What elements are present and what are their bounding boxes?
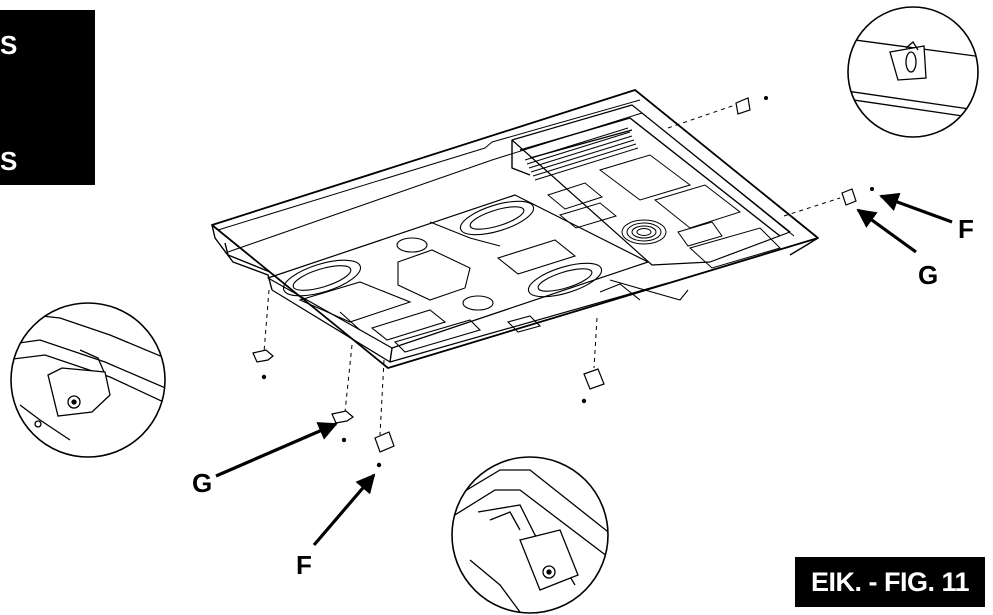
arrow-left-g xyxy=(215,422,338,478)
bracket-rear-side xyxy=(841,188,857,206)
circuit-boards xyxy=(546,154,781,269)
callout-letter-right-g: G xyxy=(918,260,939,290)
mounting-brackets xyxy=(252,97,857,453)
section-tab-letter-top: S xyxy=(0,30,18,60)
bracket-left-front xyxy=(331,410,354,424)
arrow-right-f xyxy=(879,192,953,224)
mounting-guides xyxy=(263,104,841,436)
detail-view-bottom xyxy=(451,456,609,614)
bracket-left-rear xyxy=(252,349,274,363)
screws xyxy=(261,96,874,468)
bracket-rear-top xyxy=(735,97,751,115)
section-tab: S S xyxy=(0,10,95,185)
electronics-housing xyxy=(511,104,791,266)
callout-letter-bottom-f: F xyxy=(296,550,312,580)
section-tab-letter-bottom: S xyxy=(0,146,18,176)
callout-arrows xyxy=(215,192,953,547)
arrow-right-g xyxy=(856,208,917,254)
bracket-front-clip xyxy=(374,431,395,453)
coil-housings xyxy=(282,200,689,353)
detail-view-left xyxy=(10,302,166,458)
bracket-front-right xyxy=(583,368,605,390)
figure-label: EIK. - FIG. 11 xyxy=(795,557,985,607)
cooktop-body xyxy=(211,89,819,369)
cooling-fan xyxy=(621,219,667,245)
arrow-bottom-f xyxy=(312,473,376,547)
vent-grille xyxy=(524,127,639,181)
callout-letter-right-f: F xyxy=(958,214,974,244)
callout-letter-left-g: G xyxy=(192,468,213,498)
cooktop-rim xyxy=(211,224,273,291)
detail-view-top-right xyxy=(847,6,979,138)
